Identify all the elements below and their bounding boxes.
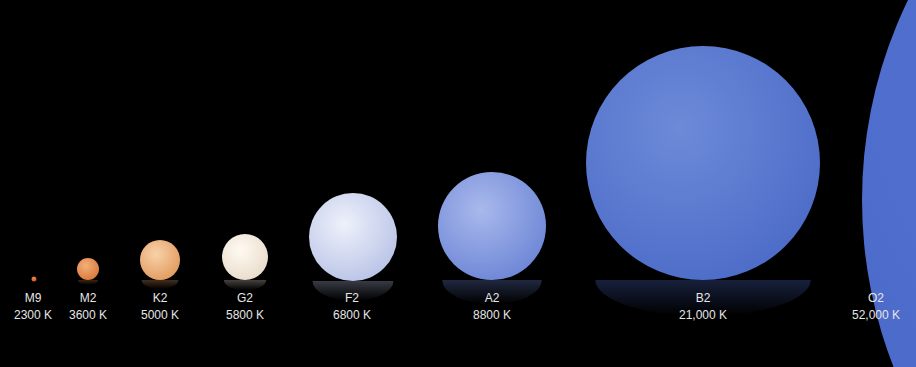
spectral-type: M9: [25, 291, 42, 305]
reflection-mask: [30, 242, 39, 282]
reflection-mask: [138, 240, 182, 280]
spectral-type: K2: [153, 291, 168, 305]
spectral-type: A2: [485, 291, 500, 305]
temperature: 8800 K: [473, 308, 511, 322]
temperature: 52,000 K: [852, 308, 900, 322]
spectral-type: F2: [345, 291, 359, 305]
temperature: 6800 K: [333, 308, 371, 322]
reflection-mask: [75, 240, 101, 280]
temperature: 21,000 K: [679, 308, 727, 322]
star-disc: [32, 277, 37, 282]
temperature: 5000 K: [141, 308, 179, 322]
temperature: 5800 K: [226, 308, 264, 322]
star-disc: [586, 46, 820, 280]
spectral-type: G2: [237, 291, 253, 305]
star-disc: [309, 193, 397, 281]
star-disc: [438, 172, 546, 280]
star-disc: [77, 258, 99, 280]
star-disc: [222, 234, 268, 280]
temperature: 2300 K: [14, 308, 52, 322]
spectral-type: M2: [80, 291, 97, 305]
temperature: 3600 K: [69, 308, 107, 322]
spectral-type: O2: [868, 291, 884, 305]
star-disc: [140, 240, 180, 280]
spectral-type: B2: [696, 291, 711, 305]
